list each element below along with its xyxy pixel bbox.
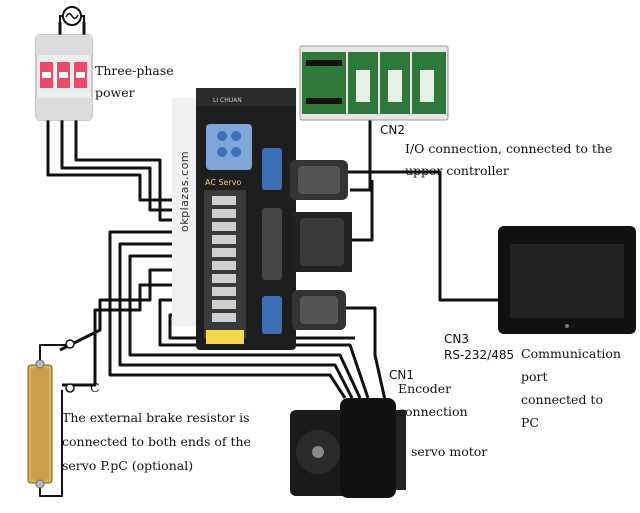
watermark-strip: [172, 98, 198, 326]
brake-label-1: The external brake resistor is: [62, 410, 250, 425]
comm-label-4: PC: [521, 415, 539, 430]
cn2-label: CN2: [380, 123, 405, 137]
power-label-2: power: [95, 85, 135, 100]
watermark-text: okplazas.com: [178, 150, 191, 232]
servo-motor-icon: [290, 398, 406, 498]
brake-label-3: servo P.pC (optional): [62, 458, 194, 473]
db9-connector-icon: [290, 160, 348, 200]
drive-brand: LI CHUAN: [213, 97, 242, 104]
rs-label: RS-232/485: [444, 348, 515, 362]
plc-icon: [299, 45, 449, 121]
cn1-label: CN1: [389, 368, 414, 382]
motor-label: servo motor: [411, 444, 488, 459]
drive-model: AC Servo: [205, 178, 241, 187]
power-label-1: Three-phase: [95, 63, 174, 78]
encoder-label-1: Encoder: [398, 381, 452, 396]
encoder-label-2: connection: [398, 404, 468, 419]
comm-label-1: Communication: [521, 346, 621, 361]
touch-screen-icon: [498, 226, 636, 334]
servo-drive-icon: [196, 88, 296, 350]
cn1-connector-icon: [292, 290, 346, 330]
io-label-2: upper controller: [405, 163, 509, 178]
comm-label-3: connected to: [521, 392, 603, 407]
c-terminal-label: C: [90, 380, 100, 395]
db25-connector-icon: [292, 212, 352, 272]
circuit-breaker-icon: [35, 34, 93, 121]
ac-source-icon: [59, 6, 85, 26]
io-label-1: I/O connection, connected to the: [405, 141, 613, 156]
cn3-label: CN3: [444, 332, 469, 346]
brake-label-2: connected to both ends of the: [62, 434, 251, 449]
brake-resistor-icon: [27, 339, 75, 489]
comm-label-2: port: [521, 369, 548, 384]
